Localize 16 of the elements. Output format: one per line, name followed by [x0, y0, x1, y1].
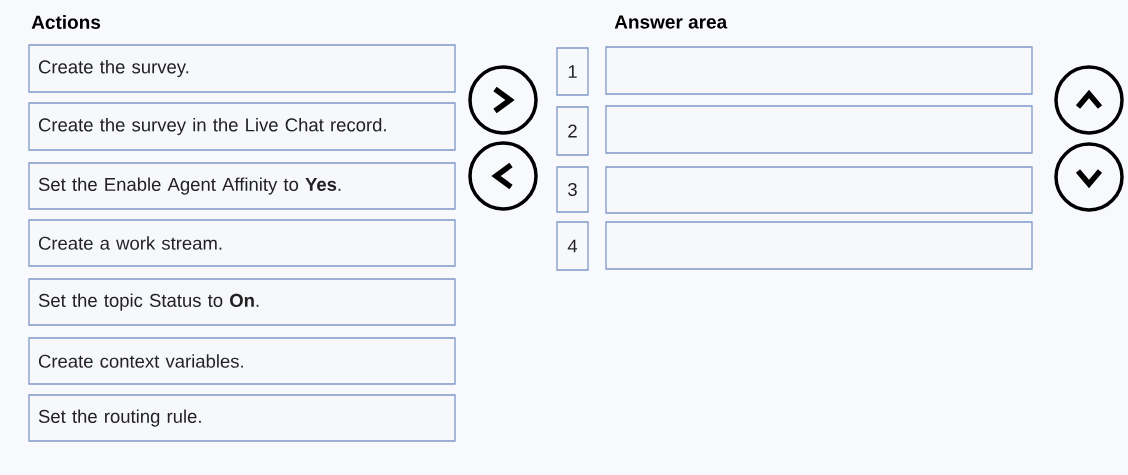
- action-box: Create context variables.: [28, 337, 456, 385]
- action-box: Create the survey in the Live Chat record.: [28, 102, 456, 151]
- number-box: 2: [556, 106, 589, 156]
- action-box: Create the survey.: [28, 44, 456, 93]
- answer-box: [605, 105, 1033, 154]
- action-box: Set the routing rule.: [28, 394, 456, 442]
- answer-box: [605, 166, 1033, 214]
- action-box: Create a work stream.: [28, 219, 456, 267]
- number-box: 3: [556, 166, 589, 213]
- action-box: Set the Enable Agent Affinity to Yes.: [28, 162, 456, 210]
- section-heading: Answer area: [614, 15, 728, 29]
- number-box: 1: [556, 47, 589, 96]
- answer-box: [605, 46, 1033, 95]
- action-box: Set the topic Status to On.: [28, 278, 456, 326]
- number-box: 4: [556, 221, 589, 271]
- answer-box: [605, 221, 1033, 270]
